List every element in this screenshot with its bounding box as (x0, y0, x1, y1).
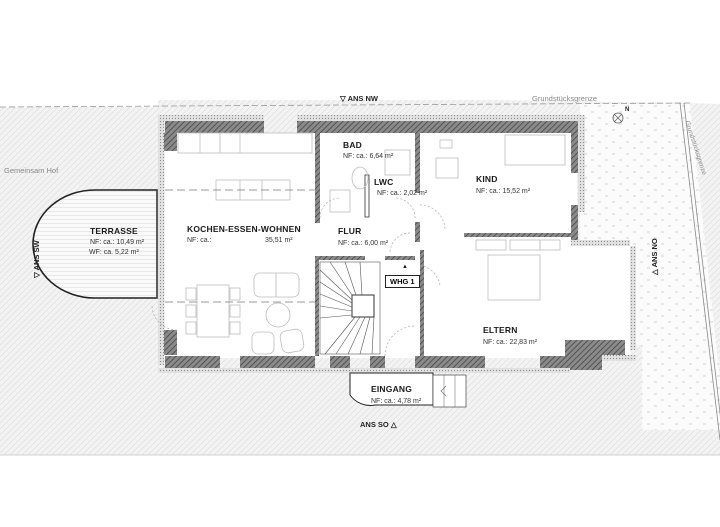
room-eingang-nf: NF: ca.: 4,78 m² (371, 398, 422, 405)
view-no-label: △ ANS NO (650, 238, 659, 275)
unit-label: WHG 1 (385, 275, 420, 288)
room-terrasse-name: TERRASSE (90, 226, 138, 236)
view-nw-label: ▽ ANS NW (340, 94, 378, 103)
north-arrow-icon (612, 112, 624, 124)
view-nw-text: ANS NW (347, 94, 378, 103)
room-kind-name: KIND (476, 174, 498, 184)
courtyard-label: Gemeinsam Hof (4, 166, 59, 175)
doors (151, 197, 446, 357)
unit-arrow-icon: ▲ (402, 264, 408, 270)
room-bad-name: BAD (343, 140, 363, 150)
room-flur-nf: NF: ca.: 6,00 m² (338, 240, 389, 247)
room-flur-name: FLUR (338, 226, 362, 236)
room-terrasse-wf: WF: ca. 5,22 m² (89, 249, 139, 256)
north-label: N (625, 107, 630, 113)
exterior-walls (158, 115, 636, 373)
view-so-label: ANS SO △ (360, 420, 397, 429)
room-lwc-name: LWC (374, 177, 394, 187)
furniture (177, 132, 566, 355)
room-eltern-nf: NF: ca.: 22,83 m² (483, 339, 538, 346)
room-bad-nf: NF: ca.: 6,64 m² (343, 153, 394, 160)
view-sw-label: ▽ ANS SW (32, 240, 41, 278)
view-sw-text: ANS SW (32, 240, 41, 271)
view-no-text: ANS NO (650, 238, 659, 268)
room-eltern-name: ELTERN (483, 325, 518, 335)
staircase (319, 261, 381, 355)
view-so-text: ANS SO (360, 420, 389, 429)
boundary-top-label: Grundstücksgrenze (532, 94, 598, 103)
room-kind-nf: NF: ca.: 15,52 m² (476, 188, 531, 195)
room-kochen-nf-value: 35,51 m² (265, 237, 293, 244)
room-terrasse-nf: NF: ca.: 10,49 m² (90, 239, 145, 246)
interior-walls (315, 133, 571, 356)
entrance-porch (349, 372, 467, 408)
room-kochen-name: KOCHEN-ESSEN-WOHNEN (187, 224, 301, 234)
terrace-deck (32, 189, 158, 299)
room-kochen-nf-label: NF: ca.: (187, 237, 212, 244)
room-lwc-nf: NF: ca.: 2,02 m² (377, 190, 428, 197)
room-eingang-name: EINGANG (371, 384, 413, 394)
